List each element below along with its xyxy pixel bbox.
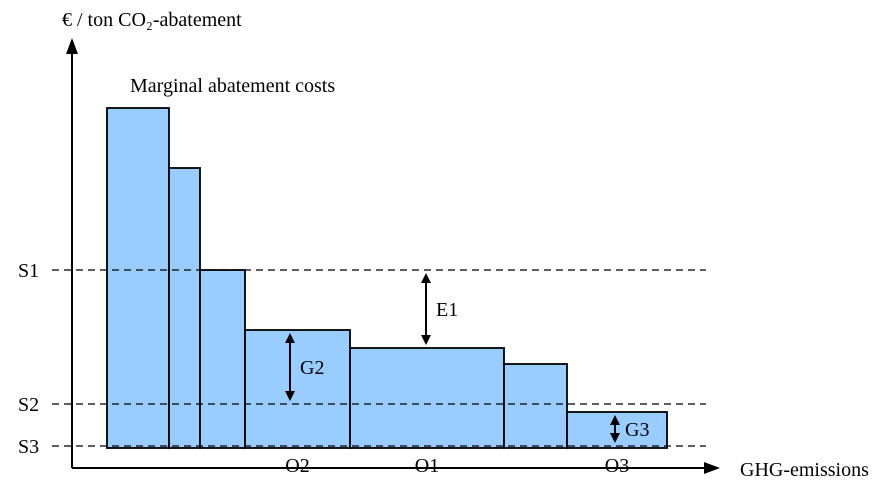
threshold-lines (52, 269, 706, 447)
cost-bar-5 (349, 347, 505, 449)
cost-bar-7 (566, 411, 668, 449)
gap-label-g2: G2 (300, 357, 324, 379)
threshold-label-s1: S1 (18, 260, 39, 282)
threshold-label-s3: S3 (18, 436, 39, 458)
cost-bar-1 (106, 107, 170, 449)
segment-label-o2: O2 (285, 455, 309, 477)
cost-bar-6 (503, 363, 568, 449)
gap-label-e1: E1 (436, 299, 458, 321)
cost-bar-3 (199, 269, 246, 449)
y-axis-label: € / ton CO₂-abatement (62, 9, 242, 31)
segment-labels: O2 O1 O3 (285, 455, 629, 477)
x-axis-label: GHG-emissions (740, 459, 869, 481)
threshold-label-s2: S2 (18, 394, 39, 416)
cost-bars (106, 107, 668, 449)
gap-label-g3: G3 (625, 419, 649, 441)
segment-label-o3: O3 (605, 455, 629, 477)
x-axis-arrowhead (704, 462, 720, 474)
curve-label: Marginal abatement costs (130, 75, 335, 97)
segment-label-o1: O1 (415, 455, 439, 477)
y-axis-arrowhead (66, 38, 78, 54)
cost-bar-4 (244, 329, 351, 449)
cost-bar-2 (168, 167, 201, 449)
